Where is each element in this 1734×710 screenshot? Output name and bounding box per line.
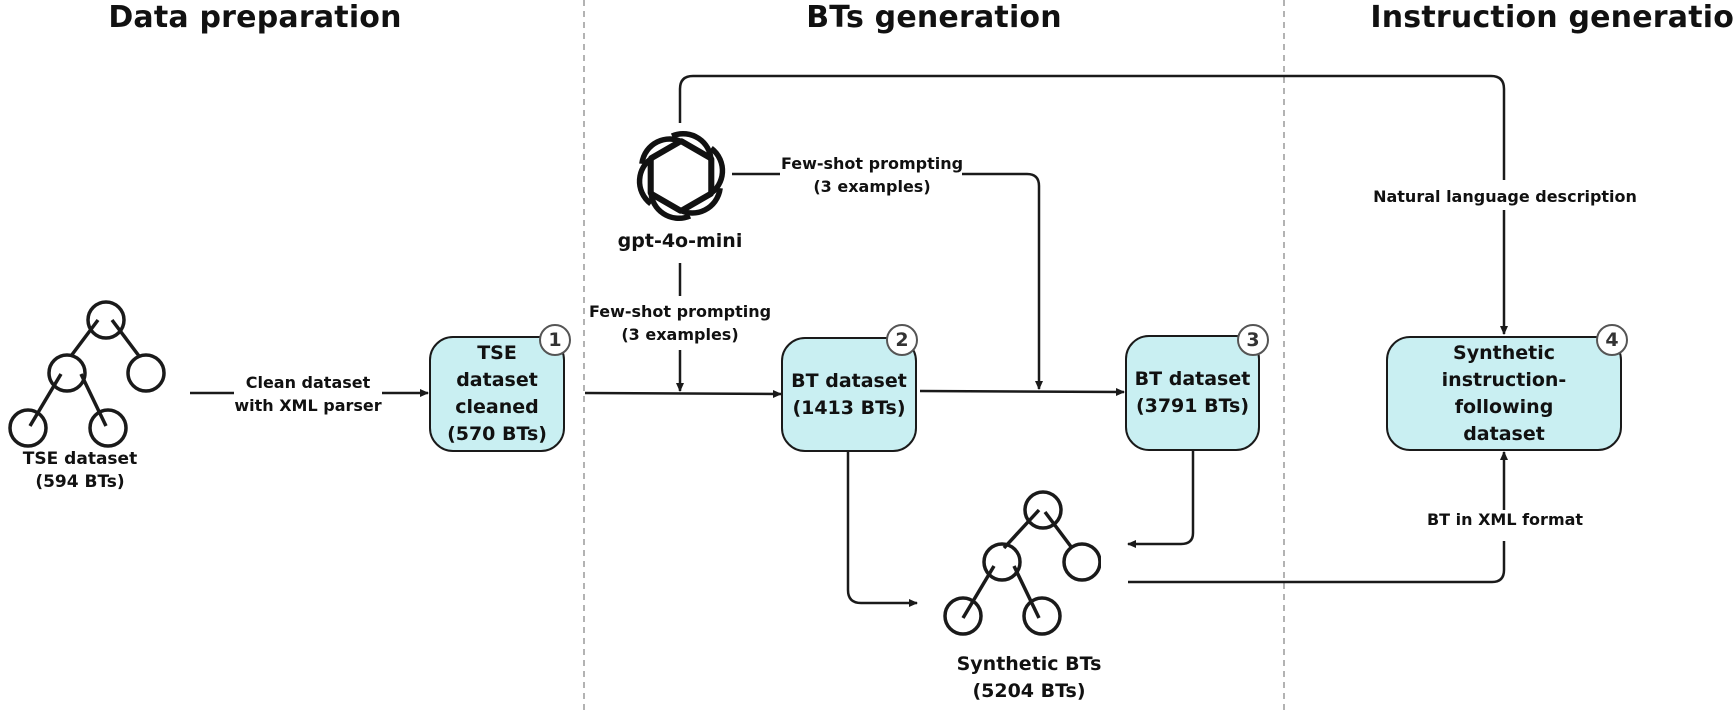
arrow-box2-synth	[846, 451, 918, 607]
section-title-bts-generation: BTs generation	[806, 0, 1062, 35]
tse-dataset-label: TSE dataset(594 BTs)	[22, 449, 138, 492]
section-title-instruction-generation: Instruction generation	[1370, 0, 1734, 35]
step-badge-4: 4	[1596, 324, 1628, 356]
tree-icon	[8, 300, 166, 448]
box-bt-dataset-3791: BT dataset(3791 BTs)	[1125, 335, 1260, 451]
gpt-label: gpt-4o-mini	[617, 230, 743, 252]
arrow-box2-box3	[919, 387, 1125, 396]
openai-logo-icon	[636, 130, 726, 222]
edge-label-fewshot-left: Few-shot prompting(3 examples)	[588, 302, 772, 344]
edge-label-fewshot-top: Few-shot prompting(3 examples)	[780, 154, 964, 196]
edge-label-natural-language: Natural language description	[1373, 187, 1637, 206]
step-badge-2: 2	[886, 324, 918, 356]
synthetic-bts-label: Synthetic BTs(5204 BTs)	[956, 653, 1102, 702]
arrow-synth-box4	[1128, 541, 1506, 584]
step-badge-3: 3	[1237, 324, 1269, 356]
synthetic-tree-icon	[943, 490, 1101, 636]
arrow-box1-box2	[584, 389, 782, 398]
arrow-fewshot-down	[962, 172, 1043, 390]
box-bt-dataset-1413: BT dataset(1413 BTs)	[781, 337, 917, 452]
step-badge-1: 1	[539, 324, 571, 356]
edge-label-bt-xml: BT in XML format	[1426, 510, 1584, 529]
section-title-data-preparation: Data preparation	[108, 0, 402, 35]
arrow-gpt-loop	[678, 74, 1506, 180]
arrow-box3-synth	[1127, 450, 1195, 548]
